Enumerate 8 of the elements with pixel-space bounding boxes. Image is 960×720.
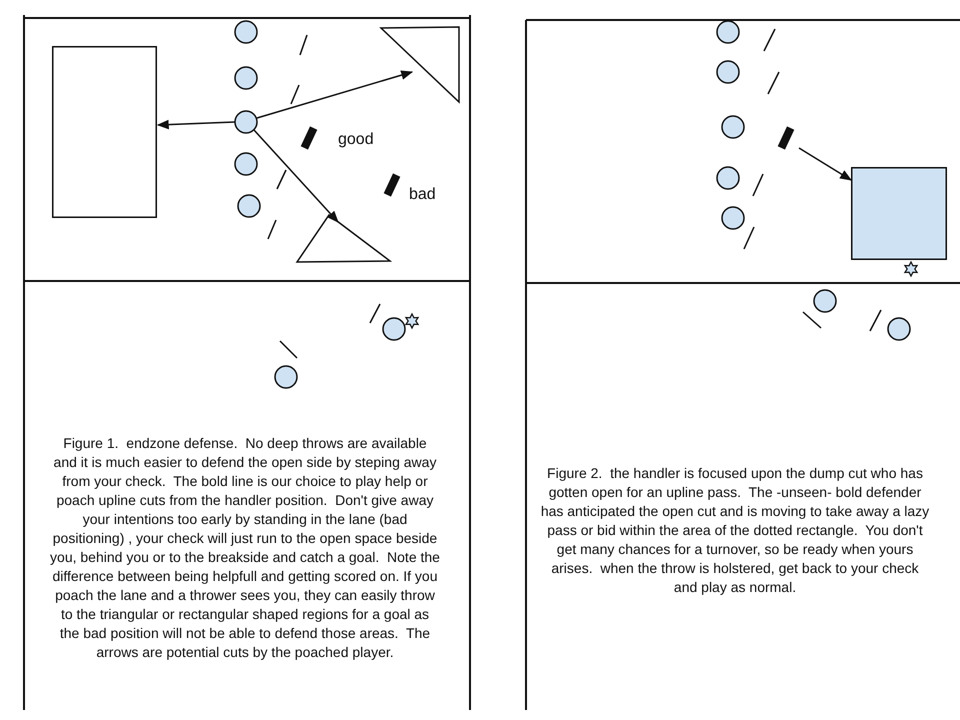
arrow xyxy=(156,120,236,130)
arrow xyxy=(253,130,339,223)
position-label: bad xyxy=(409,186,436,204)
figure-caption: Figure 1. endzone defense. No deep throws are available and it is much easier to defend the open side by steping away from your check. The bold line is our choice to play help or poach upline cuts from the handler position. Don't give away your intentions too early by standing in the lane (bad positioning) , your check will just run to the open space beside you, behind you or to the breakside and catch a goal. Note the difference between being helpfull and getting scored on. If you poach the lane and a thrower sees you, they can easily throw to the triangular or rectangular shaped regions for a goal as the bad position will not be able to defend those areas. The arrows are potential cuts by the poached player. xyxy=(50,434,440,662)
position-label: good xyxy=(338,131,374,149)
figure-caption: Figure 2. the handler is focused upon the dump cut who has gotten open for an upline pass. The -unseen- bold defender has anticipated the open cut and is moving to take away a lazy pass or bid within the area of the dotted rectangle. You don't get many chances for a turnover, so be ready when yours arises. when the throw is holstered, get back to your check and play as normal. xyxy=(540,464,930,597)
arrow xyxy=(256,70,414,119)
arrow xyxy=(798,147,852,181)
